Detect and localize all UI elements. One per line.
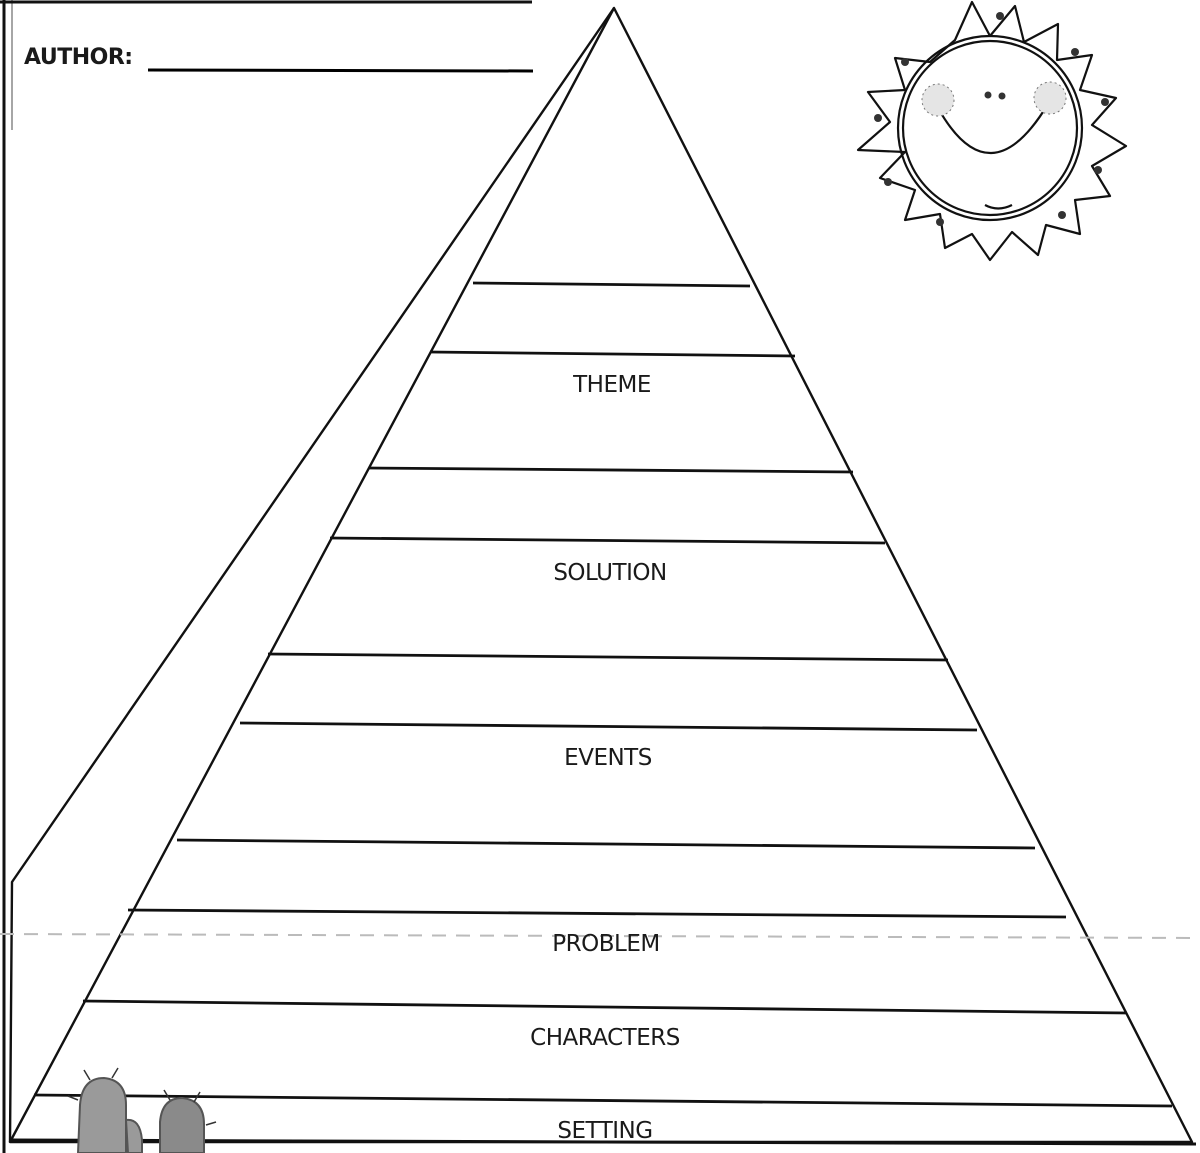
tier-line: [240, 723, 977, 730]
tier-line: [430, 352, 795, 356]
sun-eye-right: [999, 93, 1006, 100]
tier-line: [83, 1001, 1127, 1013]
sun-speck: [936, 218, 944, 226]
sun-speck: [1071, 48, 1079, 56]
tier-line: [268, 654, 948, 660]
author-label: AUTHOR:: [24, 45, 133, 70]
tier-label-setting: SETTING: [557, 1118, 652, 1144]
sun-chin: [985, 205, 1012, 209]
tier-line: [330, 538, 885, 543]
cactus-left: [78, 1078, 126, 1153]
cactus-arm: [126, 1120, 142, 1153]
sun-speck: [1101, 98, 1109, 106]
tier-line: [128, 910, 1066, 917]
sun-speck: [1094, 166, 1102, 174]
tier-label-theme: THEME: [572, 372, 651, 398]
tier-line: [34, 1095, 1172, 1106]
tier-line: [473, 283, 750, 286]
sun-icon: [858, 2, 1126, 260]
sun-face: [898, 36, 1082, 220]
sun-cheek-left: [922, 84, 954, 116]
tier-label-characters: CHARACTERS: [530, 1025, 680, 1051]
sun-speck: [996, 12, 1004, 20]
sun-eye-left: [985, 92, 992, 99]
tier-label-problem: PROBLEM: [552, 931, 659, 957]
cactus-icon: [68, 1068, 216, 1153]
cactus-right: [160, 1098, 204, 1153]
tier-label-solution: SOLUTION: [553, 560, 666, 586]
tier-label-events: EVENTS: [564, 745, 652, 771]
sun-speck: [884, 178, 892, 186]
tier-dividers: [34, 283, 1172, 1106]
sun-speck: [901, 58, 909, 66]
author-blank-line[interactable]: [148, 70, 533, 71]
sun-cheek-right: [1034, 82, 1066, 114]
tier-line: [369, 468, 853, 472]
tier-line: [177, 840, 1035, 848]
sun-smile: [938, 104, 1048, 153]
sun-face-inner: [903, 41, 1077, 215]
sun-speck: [874, 114, 882, 122]
sun-speck: [1058, 211, 1066, 219]
